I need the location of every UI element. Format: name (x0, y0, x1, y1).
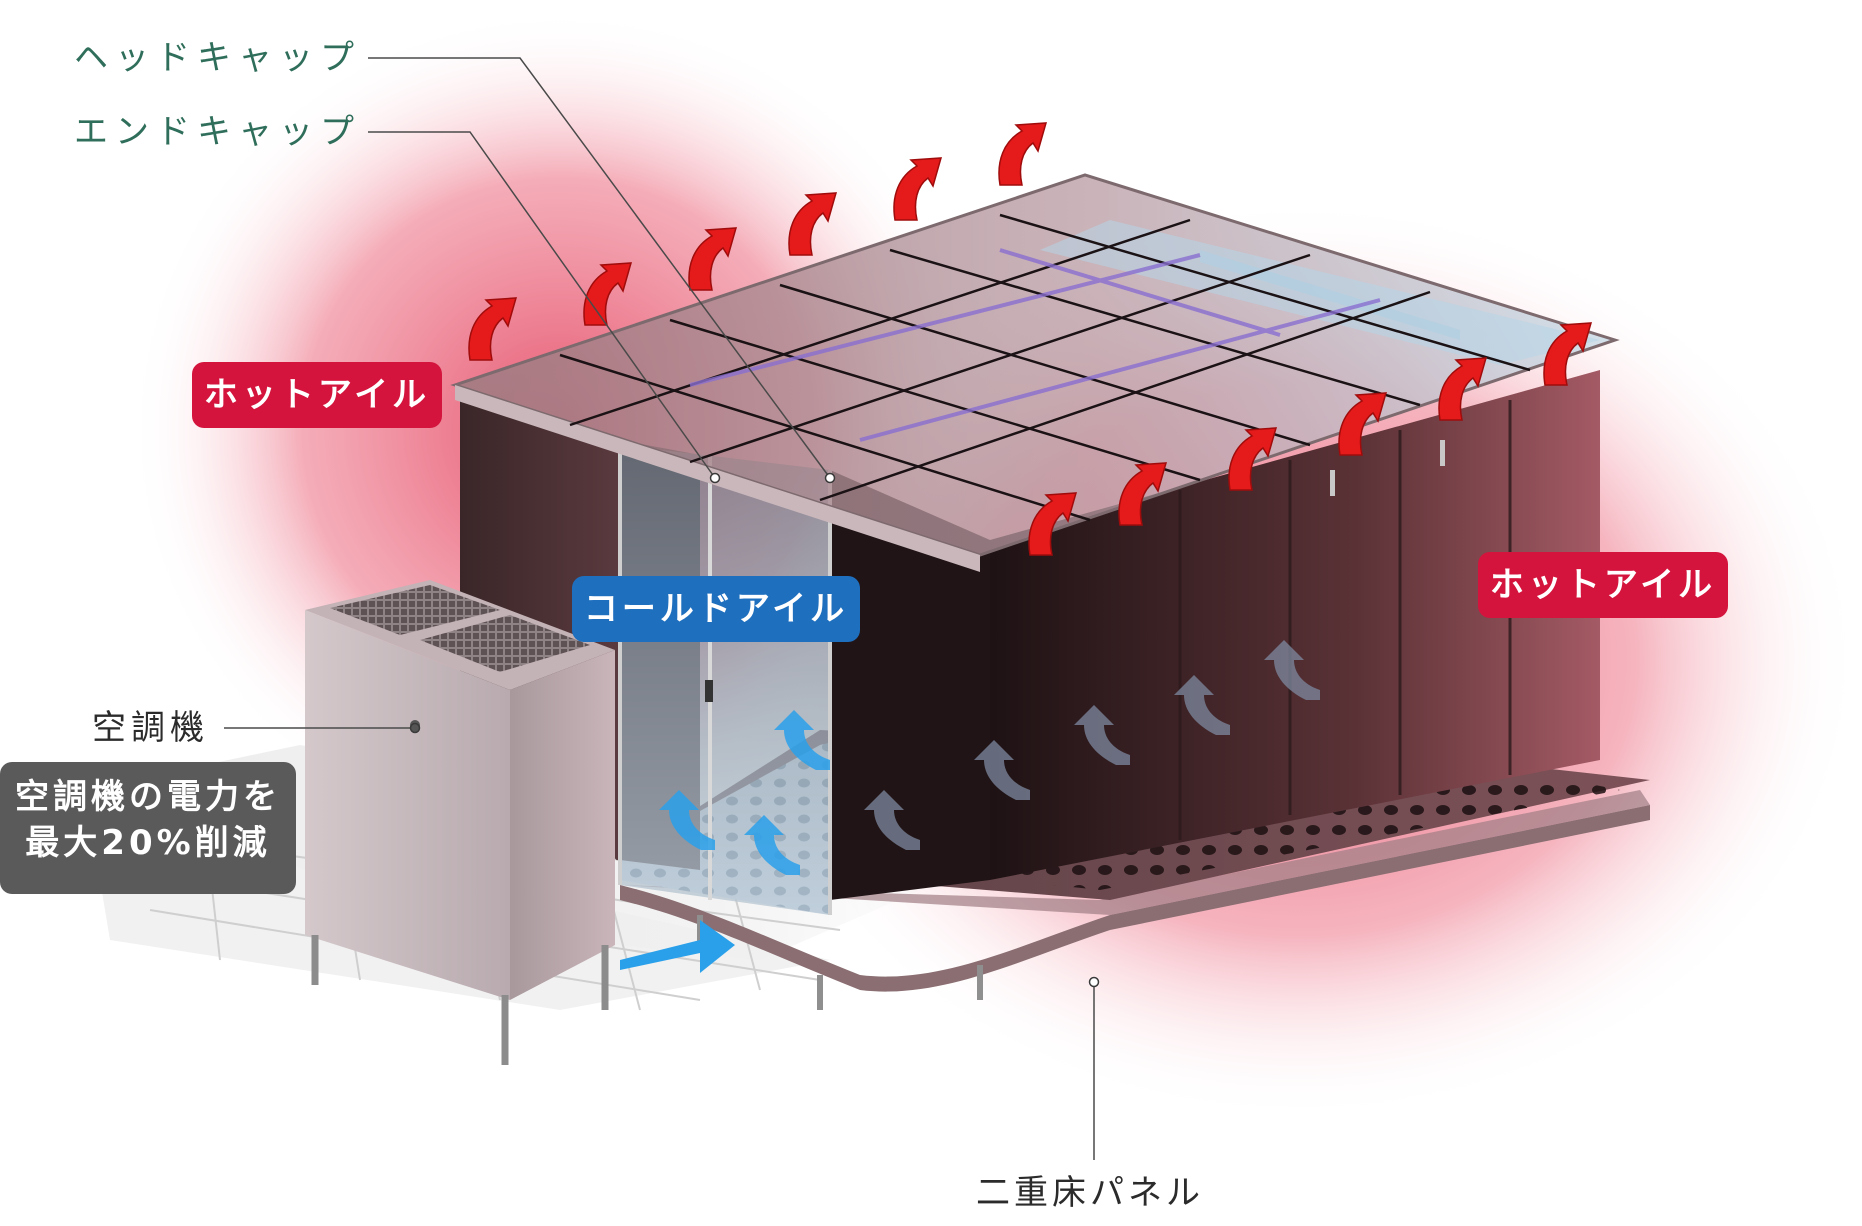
cold-aisle-badge: コールドアイル (572, 576, 860, 642)
end-cap-doors (618, 445, 832, 915)
leader-dots (409, 472, 1100, 988)
leader-lines (224, 57, 1095, 1160)
end-cap-label: エンドキャップ (74, 112, 361, 152)
air-conditioner-label: 空調機 (92, 708, 209, 748)
power-reduction-line-1: 空調機の電力を (15, 777, 281, 817)
air-conditioner-unit (305, 580, 615, 1065)
hot-air-arrow-6 (998, 122, 1047, 186)
cold-supply-arrow (620, 920, 735, 973)
power-reduction-line-2: 最大20%削減 (25, 823, 271, 863)
power-reduction-badge: 空調機の電力を 最大20%削減 (0, 762, 296, 894)
hot-aisle-badge-left: ホットアイル (192, 362, 442, 428)
raised-floor-panel-label: 二重床パネル (976, 1173, 1204, 1213)
inner-racks (830, 470, 990, 900)
head-cap-label: ヘッドキャップ (74, 38, 361, 78)
hot-aisle-badge-right: ホットアイル (1478, 552, 1728, 618)
